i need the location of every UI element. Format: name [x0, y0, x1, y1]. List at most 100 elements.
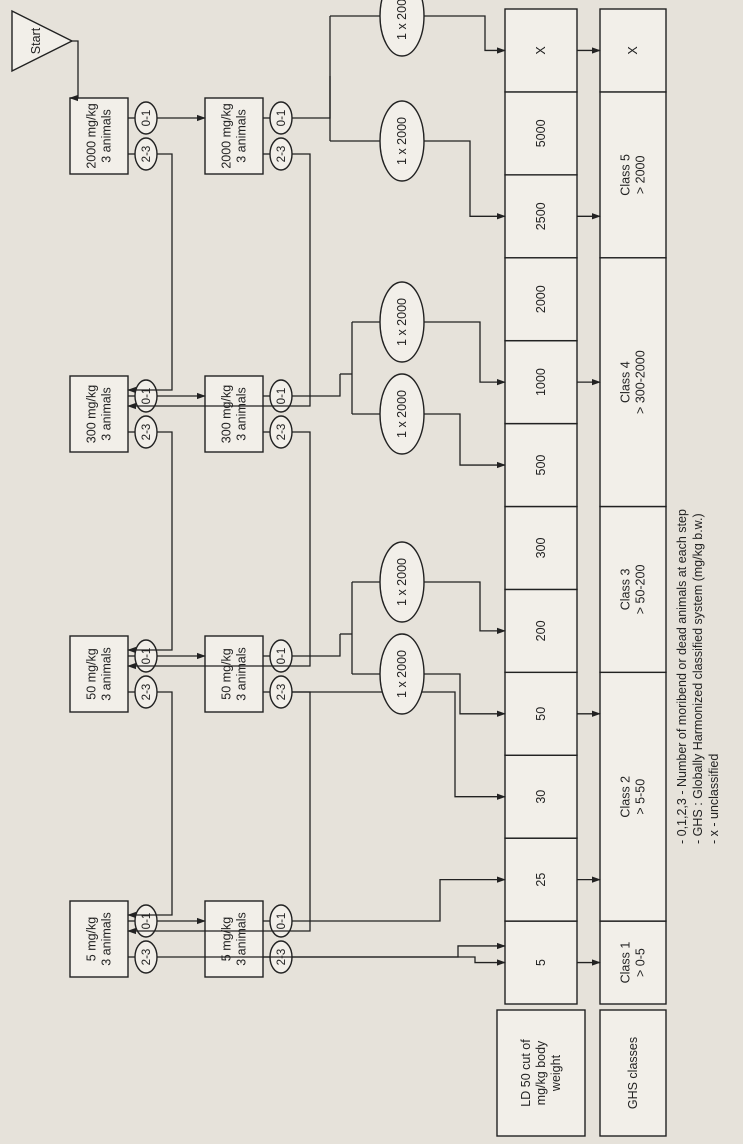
ghs-label-cell [599, 1009, 667, 1137]
ld50-label-line-2: weight [549, 1054, 563, 1092]
ld50-label-line-0: LD 50 cut of [519, 1039, 533, 1107]
start-triangle [11, 9, 74, 73]
d2000a-dose-text-line-0: 2000 mg/kg [85, 103, 99, 168]
d300b-dose-box [204, 375, 264, 453]
300-test-oval-2-label: 1 x 2000 [395, 298, 409, 346]
d300b-downstep-arrow [127, 431, 311, 670]
ghs-class-3-line-1: > 50-200 [634, 565, 648, 615]
ghs-class-2-line-1: > 5-50 [634, 779, 648, 815]
d50a-dose-box [69, 635, 129, 713]
5b-high-to-cutoff [292, 942, 506, 958]
d2000b-dose-box [204, 97, 264, 175]
d50a-dose-text-line-1: 3 animals [100, 647, 114, 701]
d5b-dose-text-line-1: 3 animals [235, 912, 249, 966]
note-line: - x - unclassified [707, 754, 721, 844]
cutoff-value: 5000 [534, 119, 548, 147]
d300b-dose-text-line-0: 300 mg/kg [220, 385, 234, 443]
50-arrow-2 [424, 581, 506, 635]
50-test-oval-2-label: 1 x 2000 [395, 558, 409, 606]
start-to-2000 [69, 40, 79, 102]
ghs-class-5-line-0: Class 5 [619, 154, 633, 196]
d50a-high-oval-label: 2-3 [141, 684, 153, 701]
d50a-downstep-arrow [127, 691, 173, 919]
d2000b-dose-text-line-1: 3 animals [235, 109, 249, 163]
ghs-class-4-line-0: Class 4 [619, 361, 633, 403]
ld50-label-line-1: mg/kg body [534, 1040, 548, 1105]
note-line: - 0,1,2,3 - Number of moribend or dead a… [675, 509, 689, 844]
start-label: Start [29, 27, 43, 54]
d2000a-dose-box [69, 97, 129, 175]
300-arrow-2 [424, 321, 506, 386]
2000-test-oval-2-label: 1 x 2000 [395, 0, 409, 40]
d300b-high-oval-label: 2-3 [276, 424, 288, 441]
d300a-low-oval-label: 0-1 [141, 388, 153, 405]
d50b-high-oval-label: 2-3 [276, 684, 288, 701]
d300b-dose-text-line-1: 3 animals [235, 387, 249, 441]
d50b-dose-text-line-1: 3 animals [235, 647, 249, 701]
d300a-dose-box [69, 375, 129, 453]
d300a-dose-text-line-0: 300 mg/kg [85, 385, 99, 443]
cutoff-value: 2500 [534, 202, 548, 230]
d2000a-low-oval-label: 0-1 [141, 110, 153, 127]
d50b-dose-text-line-0: 50 mg/kg [220, 648, 234, 699]
cutoff-value: 30 [534, 790, 548, 804]
d5a-dose-text-line-1: 3 animals [100, 912, 114, 966]
d5a-high-oval-label: 2-3 [141, 949, 153, 966]
d5a-dose-text-line-0: 5 mg/kg [85, 917, 99, 962]
d2000b-high-oval-label: 2-3 [276, 146, 288, 163]
ghs-class-2-line-0: Class 2 [619, 776, 633, 818]
d5b-low-oval-label: 0-1 [276, 913, 288, 930]
d5a-low-oval-label: 0-1 [141, 913, 153, 930]
d300a-high-oval-label: 2-3 [141, 424, 153, 441]
d300b-low-oval-label: 0-1 [276, 388, 288, 405]
ghs-label: GHS classes [626, 1037, 640, 1109]
d2000a-dose-text-line-1: 3 animals [100, 109, 114, 163]
d50b-dose-box [204, 635, 264, 713]
d2000b-downstep-arrow [127, 153, 311, 410]
50b-high-to-cutoff [292, 691, 506, 800]
5b-low-to-cutoff [292, 876, 506, 922]
ghs-class-4-line-1: > 300-2000 [634, 350, 648, 414]
ghs-class-1-line-1: > 0-5 [634, 948, 648, 977]
cutoff-value: 300 [534, 537, 548, 558]
d5a-dose-box [69, 900, 129, 978]
2000-arrow-2 [424, 15, 506, 54]
2000-arrow-1 [424, 140, 506, 220]
cutoff-value: X [534, 46, 548, 55]
ld50-label-cell [496, 1009, 586, 1137]
d50a-dose-text-line-0: 50 mg/kg [85, 648, 99, 699]
2000-test-oval-1-label: 1 x 2000 [395, 117, 409, 165]
d2000a-downstep-arrow [127, 153, 173, 394]
cutoff-value: 500 [534, 455, 548, 476]
cutoff-value: 5 [534, 959, 548, 966]
cutoff-value: 200 [534, 620, 548, 641]
50-arrow-1 [424, 673, 506, 717]
300-test-oval-1-label: 1 x 2000 [395, 390, 409, 438]
50b-low-stem [292, 634, 341, 657]
d5b-dose-box [204, 900, 264, 978]
d300a-downstep-arrow [127, 431, 173, 654]
d50b-downstep-arrow [127, 691, 311, 935]
2000b-low-stem [292, 76, 331, 119]
50-test-oval-1-label: 1 x 2000 [395, 650, 409, 698]
cutoff-value: 50 [534, 707, 548, 721]
cutoff-value: 1000 [534, 368, 548, 396]
300-arrow-1 [424, 413, 506, 469]
300b-low-stem [292, 374, 341, 397]
cutoff-value: 2000 [534, 285, 548, 313]
d50b-low-oval-label: 0-1 [276, 648, 288, 665]
cutoff-value: 25 [534, 873, 548, 887]
d300a-dose-text-line-1: 3 animals [100, 387, 114, 441]
ghs-class-1-line-0: Class 1 [619, 942, 633, 984]
d50a-low-oval-label: 0-1 [141, 648, 153, 665]
ghs-class-3-line-0: Class 3 [619, 569, 633, 611]
d2000a-high-oval-label: 2-3 [141, 146, 153, 163]
d5b-dose-text-line-0: 5 mg/kg [220, 917, 234, 962]
ghs-class-6-line-0: X [626, 46, 640, 55]
d2000b-dose-text-line-0: 2000 mg/kg [220, 103, 234, 168]
d2000b-low-oval-label: 0-1 [276, 110, 288, 127]
